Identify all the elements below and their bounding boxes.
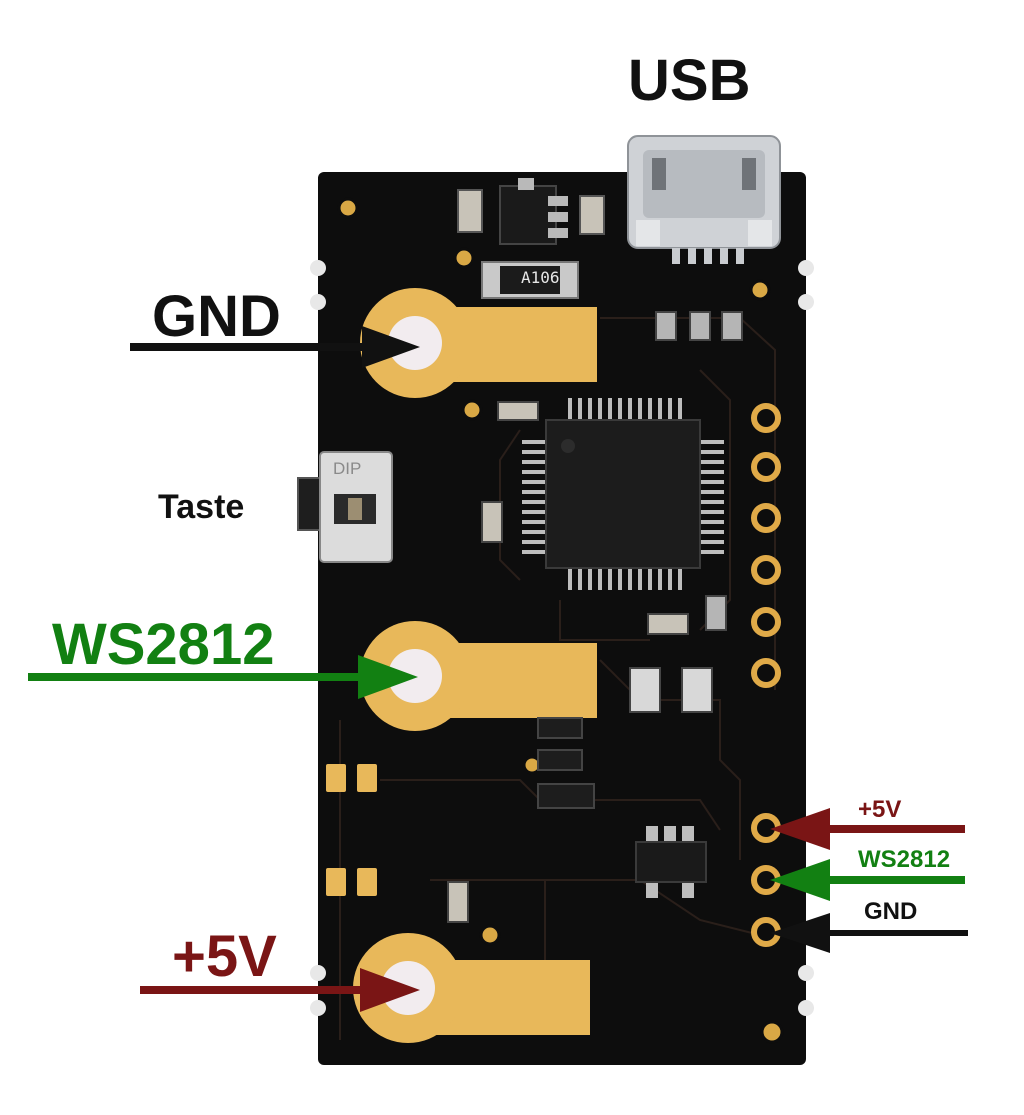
- microcontroller-chip: [522, 398, 724, 590]
- board-edge-notches: [310, 260, 814, 1016]
- pad-gnd: [360, 288, 597, 398]
- arrow-ws2812-small: [770, 859, 965, 901]
- arrow-plus5v-small: [770, 808, 965, 850]
- usb-label: USB: [628, 48, 751, 113]
- arrow-ws2812-big: [28, 655, 418, 699]
- top-components: [457, 178, 605, 245]
- arrow-gnd-big: [130, 326, 420, 368]
- ws2812-label: WS2812: [52, 612, 275, 677]
- gnd-label: GND: [152, 284, 281, 349]
- switch-marking: DIP: [333, 459, 362, 478]
- bottom-ic: [635, 826, 707, 898]
- plus5v-label: +5V: [172, 924, 277, 989]
- arrow-gnd-small: [770, 913, 968, 953]
- smd-components-middle: [447, 401, 727, 923]
- ws2812-small-label: WS2812: [858, 846, 951, 873]
- ferrite-component: [481, 261, 579, 299]
- arrow-plus5v-big: [140, 968, 420, 1012]
- mounting-holes: [337, 197, 784, 1044]
- switch-taste: [297, 451, 393, 563]
- usb-connector: [627, 135, 781, 264]
- smd-pads-left: [326, 764, 377, 896]
- ferrite-marking: A106: [521, 268, 560, 287]
- resistors-top: [655, 311, 743, 341]
- taste-label: Taste: [158, 488, 245, 526]
- gnd-small-label: GND: [864, 898, 918, 925]
- plus5v-small-label: +5V: [858, 796, 902, 823]
